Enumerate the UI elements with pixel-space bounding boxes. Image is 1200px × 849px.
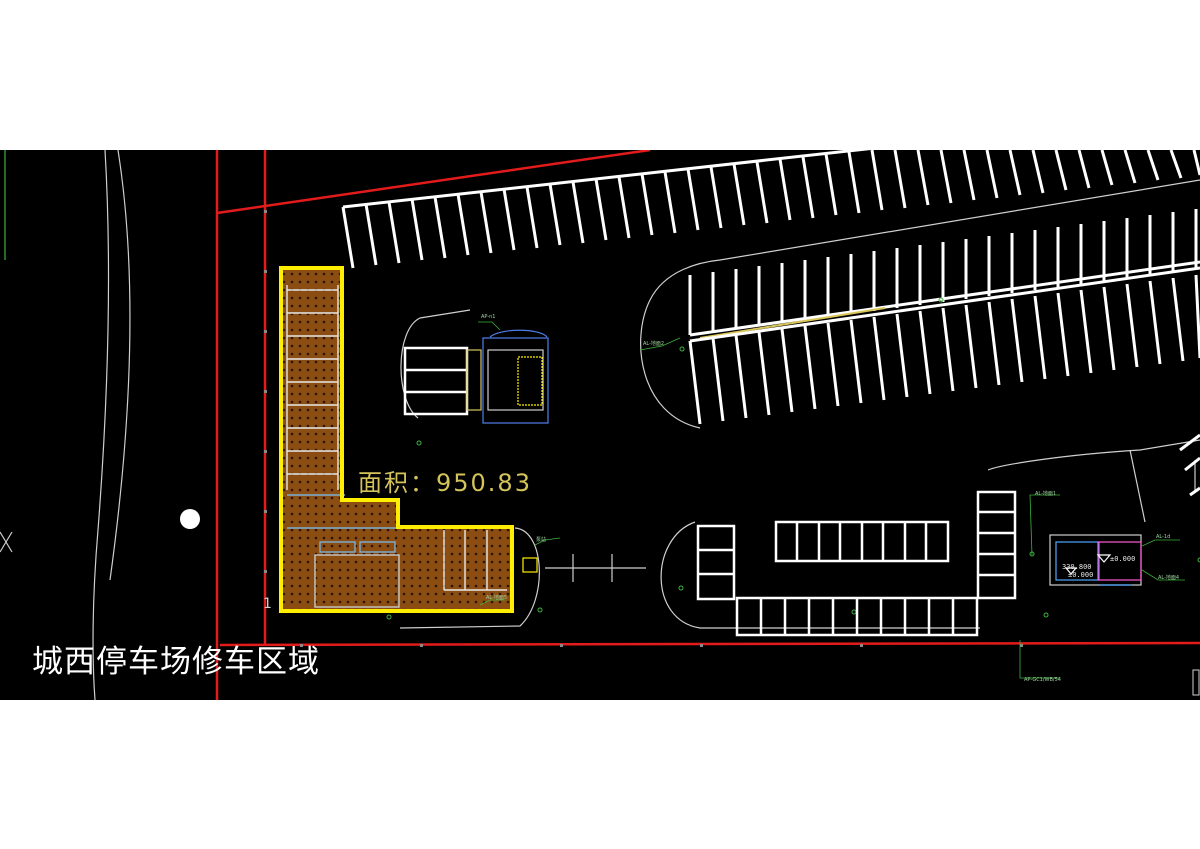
- small-green-markers: [386, 297, 1200, 620]
- right-small-building: [1049, 534, 1142, 586]
- repair-area-inner-lines: [286, 285, 507, 608]
- parking-row-middle-upper: [688, 209, 1200, 337]
- parking-column-right: [1179, 433, 1200, 497]
- marker-dot: [180, 509, 200, 529]
- tag-pump: 泵站: [536, 537, 547, 543]
- parking-block-center: [774, 520, 950, 563]
- grey-fence-marks: [264, 210, 1023, 647]
- tag-al-1d: AL-1d: [1156, 534, 1171, 540]
- parking-row-top: [341, 150, 1200, 269]
- area-label: 面积：950.83: [358, 469, 532, 497]
- tag-al-left: AL-地面2: [643, 341, 665, 347]
- lower-zone-outline: [399, 439, 1200, 629]
- tag-al-bl4: AL-地面4: [1158, 575, 1180, 581]
- repair-area-hatch: [281, 268, 512, 611]
- parking-block-u-shape: [696, 490, 1017, 637]
- red-boundary-lines: [215, 150, 1200, 700]
- level-b: 330.800: [1062, 563, 1092, 571]
- road-curves: [4, 150, 131, 700]
- yellow-curb-line: [699, 307, 886, 339]
- tag-al-bl1: AL-地面1: [1035, 491, 1057, 497]
- tag-al-bottom: AL-地面5: [486, 595, 508, 601]
- right-edge-mark: [1192, 669, 1200, 696]
- level-a: ±0.000: [1110, 555, 1136, 563]
- tag-ap-n: AP-n1: [481, 314, 496, 320]
- repair-area-highlight-border: [279, 266, 514, 613]
- cad-drawing-canvas: 面积：950.83 城西停车场修车区域 AP-n1 AL-地面2 AL-地面1 …: [0, 150, 1200, 700]
- level-c: ±0.000: [1068, 571, 1094, 579]
- parking-row-middle-lower: [688, 266, 1200, 425]
- tag-ap-gc: AP-GC1/WB/54: [1024, 677, 1061, 683]
- annotation-leaders: [478, 321, 1185, 679]
- parking-island-outline: [640, 179, 1200, 429]
- note-number: 1: [263, 596, 272, 612]
- left-road-mark: [0, 531, 13, 553]
- drawing-caption: 城西停车场修车区域: [32, 644, 320, 680]
- central-building: [400, 309, 549, 424]
